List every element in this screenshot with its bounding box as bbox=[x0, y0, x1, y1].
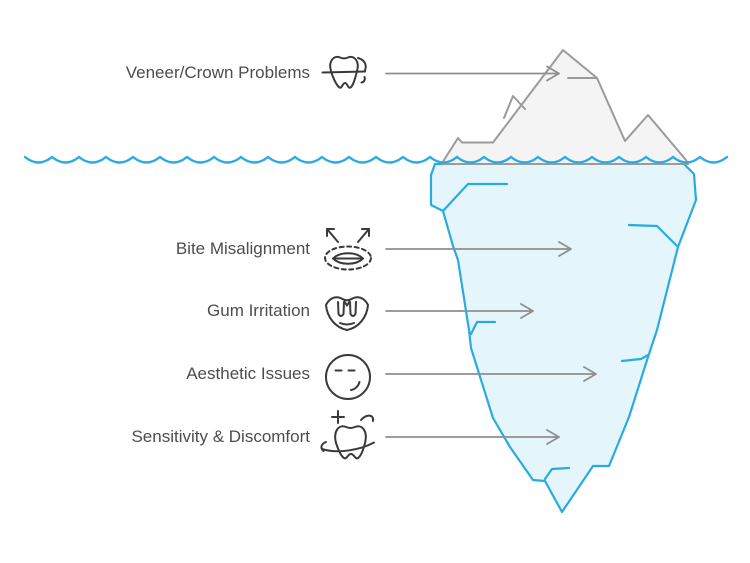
iceberg-tip-body bbox=[441, 49, 689, 165]
label-aesthetic-issues: Aesthetic Issues bbox=[186, 364, 310, 383]
bite-misalignment-mouth-icon bbox=[324, 228, 372, 271]
iceberg-crack-top-left bbox=[441, 182, 509, 213]
arrow-bite-misalignment bbox=[385, 241, 572, 257]
gum-irritation-mouth-icon bbox=[325, 296, 369, 331]
iceberg-below-water bbox=[429, 161, 698, 514]
iceberg-crack-mid-right bbox=[620, 353, 650, 363]
connector-arrows bbox=[385, 65, 597, 445]
iceberg-underwater-body bbox=[429, 161, 698, 514]
iceberg-crack-left bbox=[469, 320, 497, 336]
iceberg-crack-bottom bbox=[543, 466, 571, 481]
label-gum-irritation: Gum Irritation bbox=[207, 301, 310, 320]
arrow-veneer-crown-problems bbox=[385, 65, 560, 82]
crowned-tooth-icon bbox=[321, 55, 367, 89]
iceberg-tip-crack bbox=[503, 95, 526, 119]
arrow-sensitivity-discomfort bbox=[385, 429, 560, 445]
neutral-face-icon bbox=[325, 354, 371, 400]
waterline-waves bbox=[23, 155, 729, 164]
arrow-aesthetic-issues bbox=[385, 366, 597, 382]
arrow-gum-irritation bbox=[385, 303, 534, 319]
label-veneer-crown-problems: Veneer/Crown Problems bbox=[125, 63, 310, 82]
sensitive-tooth-icon bbox=[320, 410, 375, 460]
iceberg-above-water bbox=[441, 49, 689, 165]
iceberg-crack-right bbox=[627, 223, 680, 249]
label-bite-misalignment: Bite Misalignment bbox=[175, 239, 310, 258]
label-sensitivity-discomfort: Sensitivity & Discomfort bbox=[131, 427, 310, 446]
